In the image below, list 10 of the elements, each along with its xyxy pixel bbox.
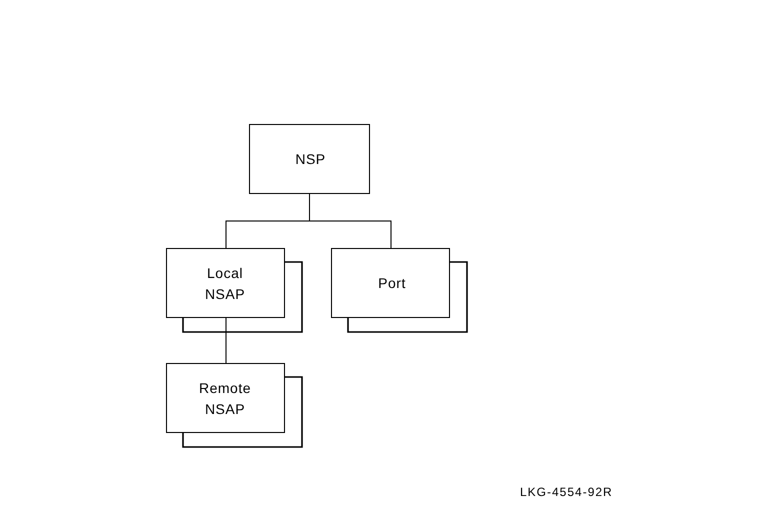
box [249,124,370,194]
stacked-box [166,363,285,433]
stacked-box [166,248,285,318]
node-label: Remote NSAP [198,379,252,419]
connector-line [309,194,392,248]
figure-id: LKG-4554-92R [520,485,613,499]
node-label: Local NSAP [204,264,246,304]
stacked-box [331,248,450,318]
node-label: NSP [294,150,327,169]
node-label: Port [377,274,407,293]
